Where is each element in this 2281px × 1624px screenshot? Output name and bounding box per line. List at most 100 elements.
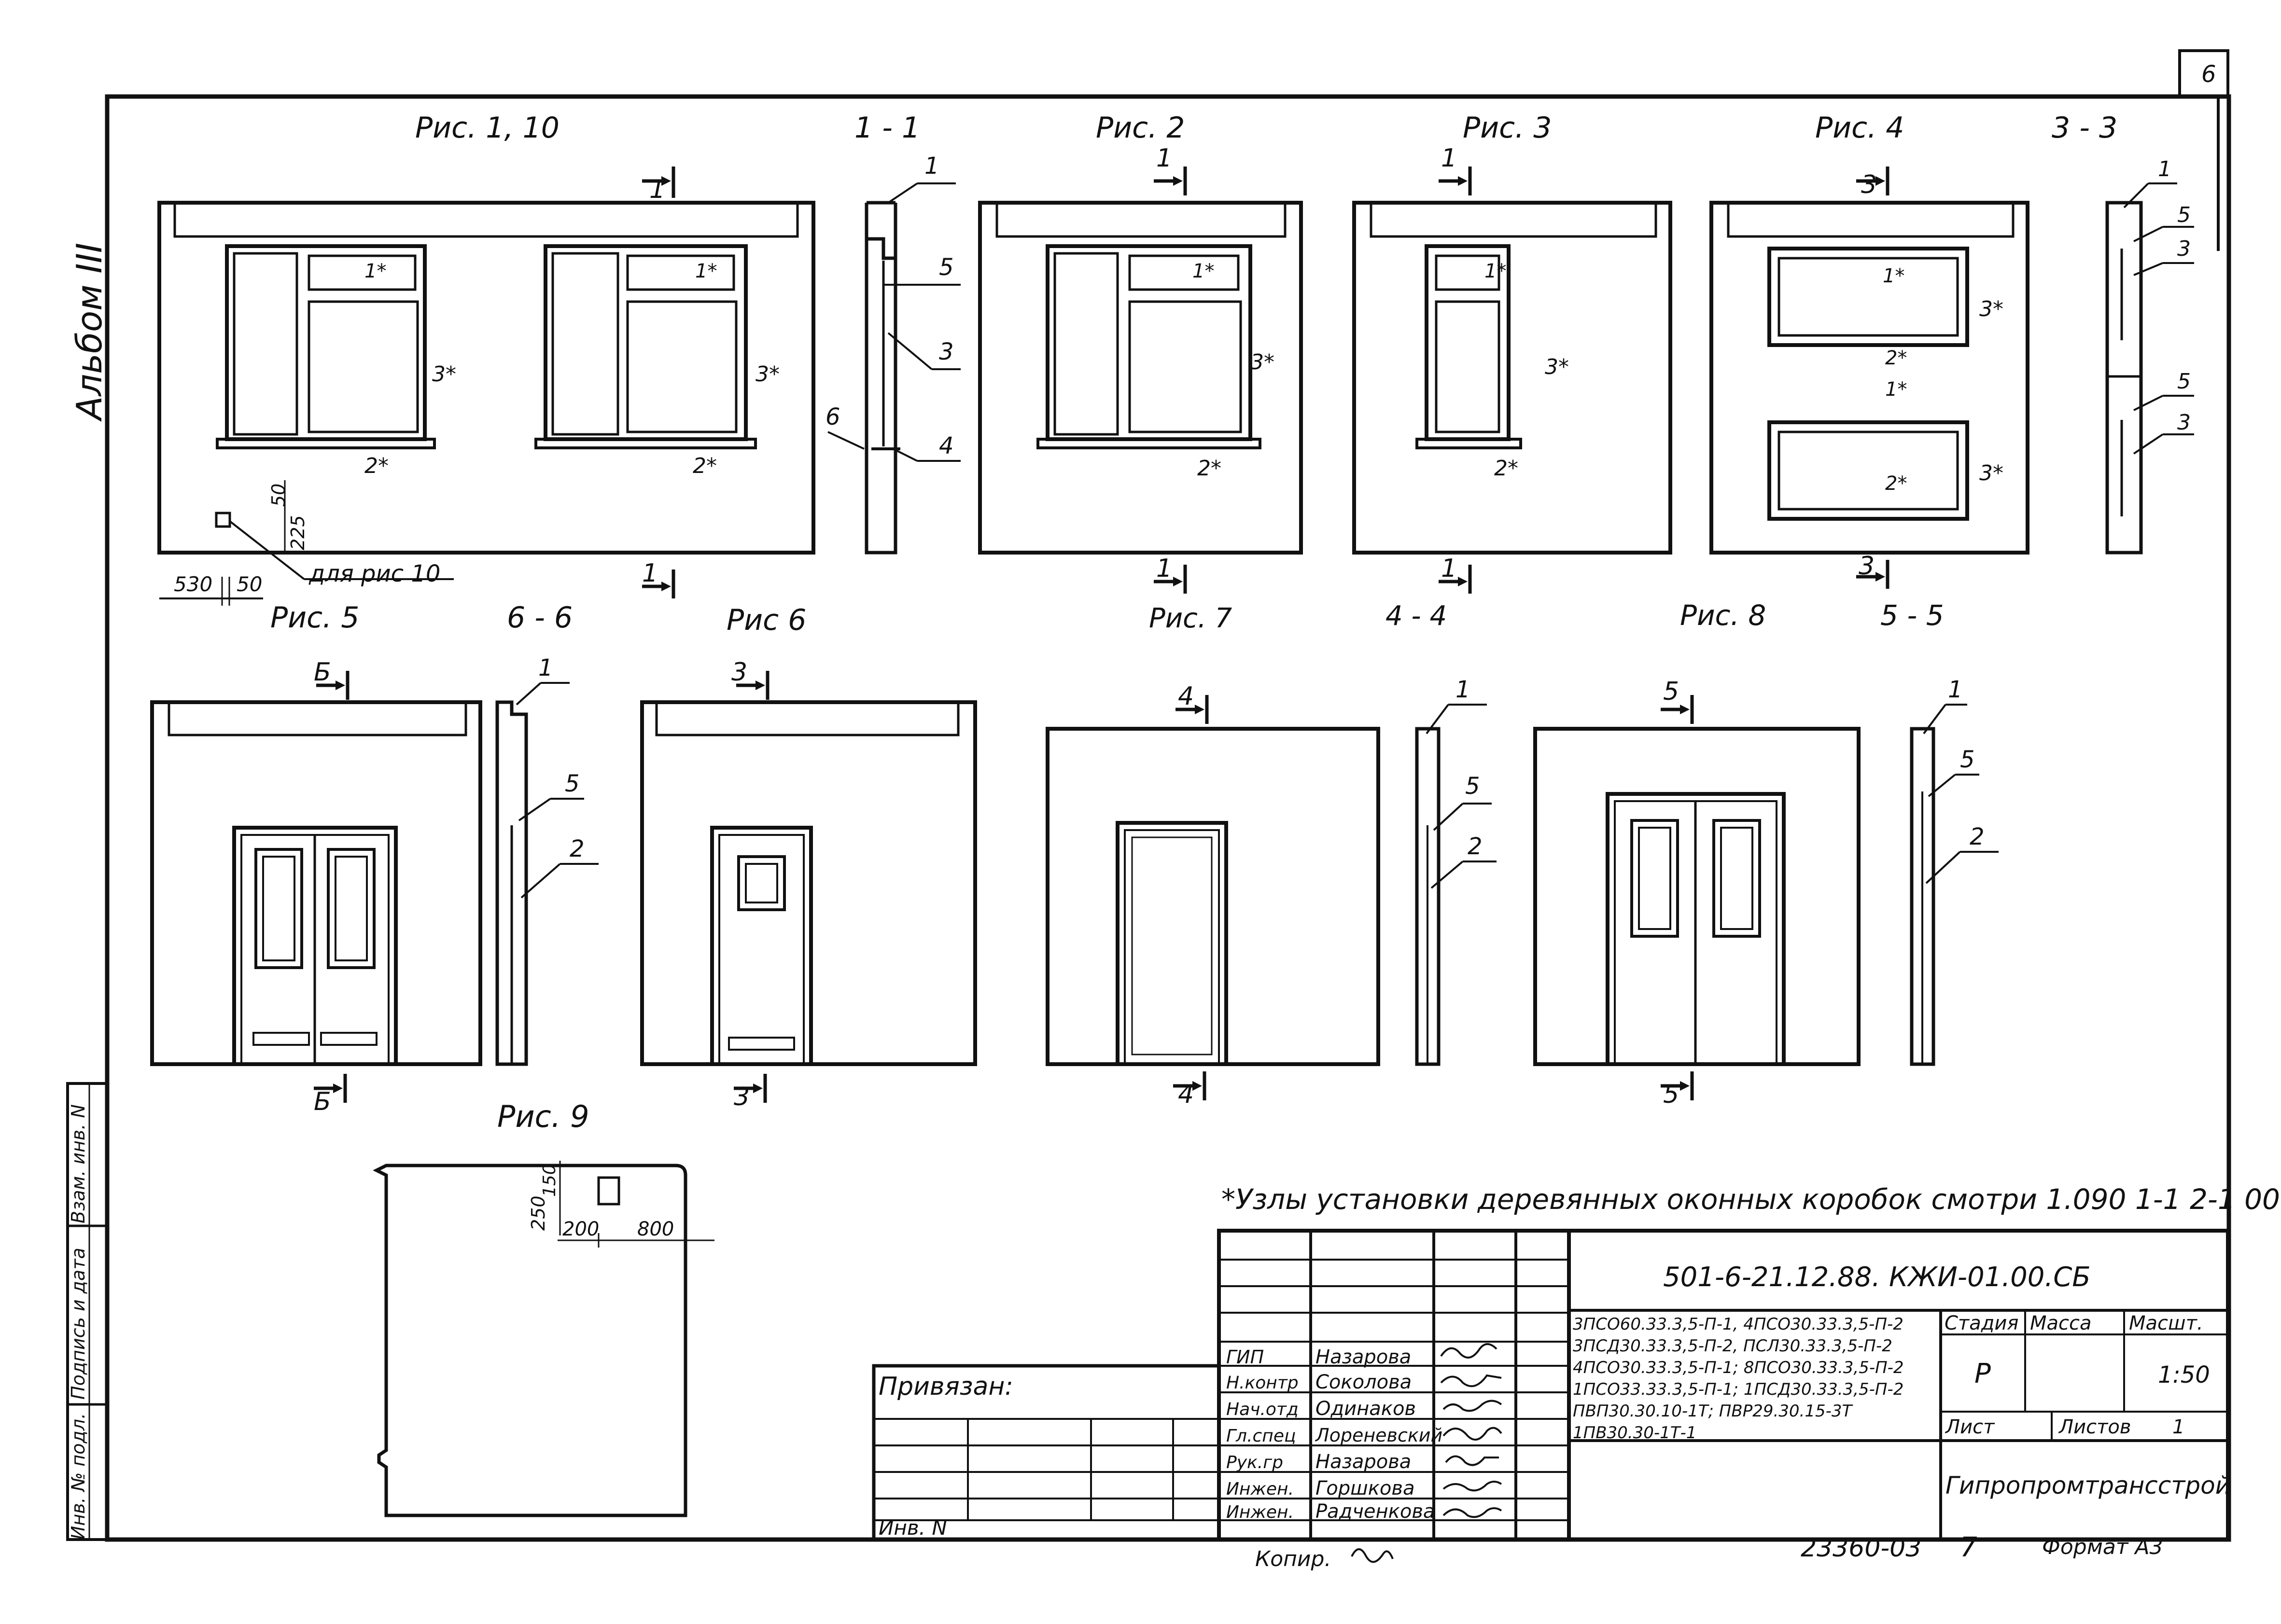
role-1: Н.контр bbox=[1226, 1373, 1299, 1393]
fig-4-title: Рис. 4 bbox=[1815, 111, 1904, 145]
panel-line-3: 4ПСО30.33.3,5-П-1; 8ПСО30.33.3,5-П-2 bbox=[1573, 1358, 1904, 1377]
doc-code: 501-6-21.12.88. КЖИ-01.00.СБ bbox=[1663, 1262, 2091, 1293]
fig-1-label-1star-b: 1* bbox=[695, 260, 717, 282]
fig-2-panel bbox=[978, 167, 1303, 594]
section-3-3-mark-1: 1 bbox=[2158, 157, 2171, 181]
fig-2-section-bottom: 1 bbox=[1156, 554, 1172, 583]
name-4: Назарова bbox=[1315, 1451, 1411, 1473]
fig-8-section-top: 5 bbox=[1663, 677, 1679, 706]
fig-5-section-top: Б bbox=[314, 658, 331, 687]
fig-5-panel bbox=[150, 671, 482, 1103]
section-5-5-mark-1: 1 bbox=[1948, 676, 1963, 703]
side-stamp bbox=[66, 1082, 109, 1541]
fig-4-label-1star-top: 1* bbox=[1883, 265, 1904, 287]
fig-5-section-bottom: Б bbox=[314, 1087, 331, 1116]
fig-1-10-panel bbox=[157, 201, 815, 606]
fig-5-title: Рис. 5 bbox=[270, 601, 359, 635]
dim-225: 225 bbox=[287, 515, 308, 550]
sheet-number-box bbox=[2178, 49, 2229, 98]
section-6-6-mark-5: 5 bbox=[565, 770, 580, 797]
section-5-5 bbox=[1910, 704, 1999, 1066]
fig-6-title: Рис 6 bbox=[727, 603, 806, 637]
role-6: Инжен. bbox=[1226, 1502, 1294, 1522]
fig-3-label-2star: 2* bbox=[1494, 456, 1518, 481]
name-3: Лореневский bbox=[1315, 1425, 1442, 1446]
fig-4-label-3star-bottom: 3* bbox=[1979, 461, 2003, 486]
stamp-replace-inv: Взам. инв. N bbox=[68, 1104, 89, 1223]
fig-3-label-1star: 1* bbox=[1484, 260, 1506, 282]
section-4-4-mark-5: 5 bbox=[1465, 773, 1480, 800]
panel-line-6: 1ПВ30.30-1Т-1 bbox=[1573, 1423, 1696, 1443]
stage-label: Стадия bbox=[1945, 1312, 2018, 1334]
fig-2-label-3star: 3* bbox=[1250, 350, 1274, 375]
fig-4-section-bottom: 3 bbox=[1859, 552, 1875, 581]
sheet-number-corner: 6 bbox=[2201, 61, 2216, 88]
fig-1-10-title: Рис. 1, 10 bbox=[415, 111, 560, 145]
stamp-sign-date: Подпись и дата bbox=[68, 1248, 89, 1400]
fig-1-label-3star: 3* bbox=[432, 362, 456, 387]
panel-line-1: 3ПСО60.33.3,5-П-1, 4ПСО30.33.3,5-П-2 bbox=[1573, 1315, 1903, 1334]
section-3-3 bbox=[2105, 182, 2194, 555]
fig-4-section-top: 3 bbox=[1861, 170, 1877, 199]
copy-label: Копир. bbox=[1255, 1547, 1331, 1571]
fig-2-section-top: 1 bbox=[1156, 144, 1172, 173]
fig-1-section-marks bbox=[642, 167, 675, 598]
album-label: Альбом III bbox=[69, 243, 110, 422]
section-1-1-mark-3: 3 bbox=[939, 338, 954, 365]
copy-signature bbox=[1351, 1548, 1394, 1563]
section-6-6 bbox=[495, 682, 599, 1066]
fig-3-panel bbox=[1352, 167, 1672, 594]
panel-line-4: 1ПСО33.33.3,5-П-1; 1ПСД30.33.3,5-П-2 bbox=[1573, 1380, 1903, 1399]
sheets-label: Листов bbox=[2058, 1416, 2131, 1438]
role-3: Гл.спец bbox=[1226, 1426, 1296, 1446]
role-5: Инжен. bbox=[1226, 1479, 1294, 1499]
fig-4-label-2star-bottom: 2* bbox=[1885, 472, 1907, 495]
bound-label: Привязан: bbox=[879, 1372, 1013, 1401]
fig-1-label-2star: 2* bbox=[364, 454, 389, 478]
role-2: Нач.отд bbox=[1226, 1400, 1299, 1419]
name-0: Назарова bbox=[1315, 1346, 1411, 1368]
section-6-6-title: 6 - 6 bbox=[507, 601, 573, 635]
dim-150: 150 bbox=[540, 1164, 560, 1197]
fig-1-section-bottom: 1 bbox=[642, 559, 658, 588]
signature-marks bbox=[1440, 1343, 1502, 1518]
section-3-3-mark-5b: 5 bbox=[2177, 369, 2191, 394]
fig-3-section-top: 1 bbox=[1441, 144, 1457, 173]
section-4-4-mark-1: 1 bbox=[1455, 676, 1470, 703]
fig-1-label-2star-b: 2* bbox=[693, 454, 717, 478]
section-6-6-mark-1: 1 bbox=[538, 654, 553, 681]
fig-6-panel bbox=[640, 671, 977, 1103]
fig-7-section-top: 4 bbox=[1178, 682, 1194, 711]
section-1-1-mark-6: 6 bbox=[826, 403, 840, 430]
fig-4-label-1star-bottom: 1* bbox=[1885, 378, 1907, 401]
scale-label: Масшт. bbox=[2129, 1312, 2203, 1334]
fig-3-title: Рис. 3 bbox=[1463, 111, 1552, 145]
fig-4-label-2star-top: 2* bbox=[1885, 347, 1907, 369]
note-text: *Узлы установки деревянных оконных короб… bbox=[1221, 1183, 2281, 1216]
dim-200: 200 bbox=[562, 1218, 599, 1240]
fig-6-section-top: 3 bbox=[731, 658, 747, 687]
section-5-5-mark-5: 5 bbox=[1960, 746, 1975, 773]
name-5: Горшкова bbox=[1315, 1477, 1414, 1499]
dim-800: 800 bbox=[637, 1218, 674, 1240]
sheets-total: 1 bbox=[2172, 1416, 2184, 1438]
fig-9-panel bbox=[373, 1161, 714, 1517]
name-2: Одинаков bbox=[1315, 1398, 1416, 1420]
fig-3-label-3star: 3* bbox=[1545, 355, 1569, 379]
fig-1-section-top: 1 bbox=[649, 175, 665, 204]
dim-for-fig10: для рис 10 bbox=[308, 560, 440, 587]
fig-4-label-3star-top: 3* bbox=[1979, 297, 2003, 321]
fig-1-label-3star-b: 3* bbox=[756, 362, 780, 387]
fig-6-section-bottom: 3 bbox=[734, 1083, 750, 1111]
name-6: Радченкова bbox=[1315, 1500, 1435, 1523]
dim-50b: 50 bbox=[268, 484, 289, 507]
section-1-1-mark-4: 4 bbox=[939, 432, 954, 459]
section-4-4 bbox=[1415, 704, 1497, 1066]
archive-number: 23360-03 bbox=[1801, 1534, 1921, 1563]
fig-8-title: Рис. 8 bbox=[1680, 599, 1766, 632]
title-block bbox=[872, 1229, 2230, 1541]
section-5-5-title: 5 - 5 bbox=[1880, 599, 1944, 632]
panel-line-2: 3ПСД30.33.3,5-П-2, ПСЛ30.33.3,5-П-2 bbox=[1573, 1336, 1892, 1356]
section-1-1-mark-1: 1 bbox=[924, 153, 939, 180]
